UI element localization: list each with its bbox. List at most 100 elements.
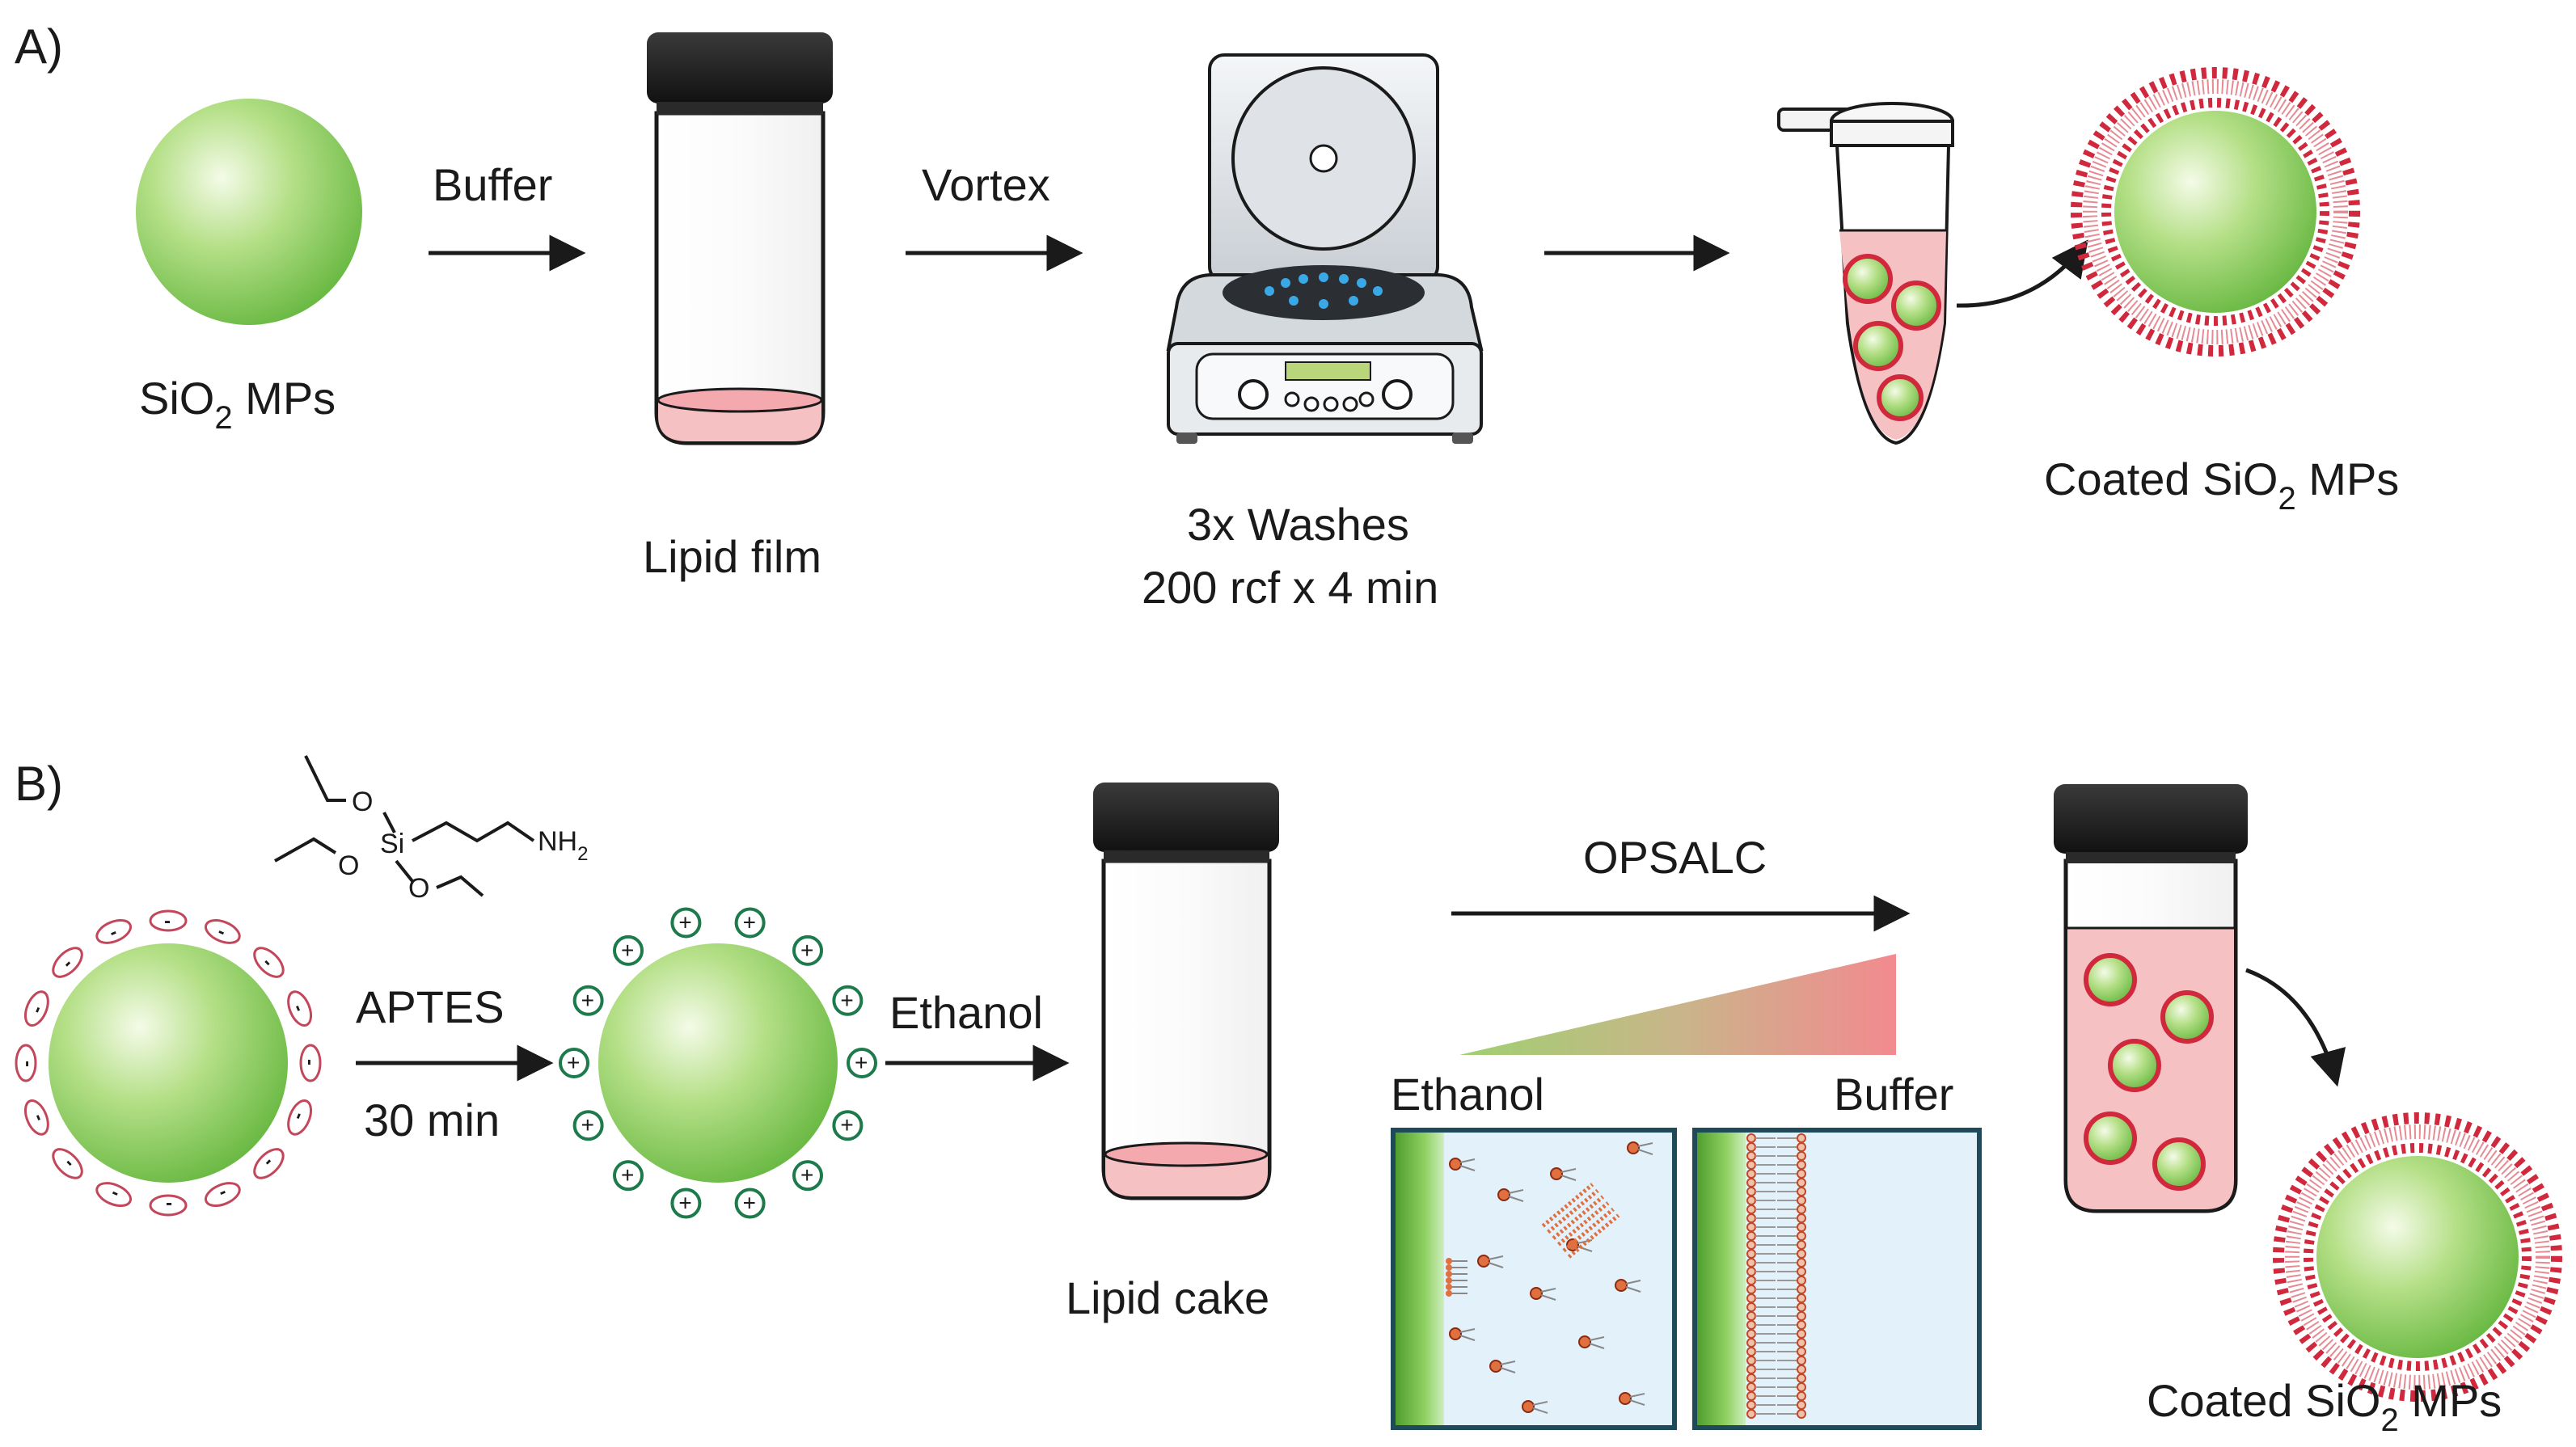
svg-text:+: +: [840, 988, 853, 1013]
svg-text:+: +: [567, 1050, 580, 1075]
aptes-oxygen-left: O: [338, 850, 359, 881]
bilayer-head-outer: [1797, 1222, 1806, 1232]
bilayer-head-outer: [1797, 1293, 1806, 1303]
svg-text:-: -: [166, 1194, 172, 1216]
aptes-oxygen-top: O: [352, 787, 373, 817]
positive-charge: +: [832, 1110, 864, 1141]
lipid-molecule: [1550, 1167, 1577, 1181]
wall-lipid-head: [1446, 1271, 1452, 1277]
bilayer-head-outer: [1797, 1382, 1806, 1392]
aptes-step-label: APTES: [356, 981, 505, 1032]
negative-charge: -: [52, 947, 83, 978]
bilayer-head-inner: [1746, 1258, 1756, 1268]
bilayer-head-outer: [1797, 1285, 1806, 1294]
bilayer-head-inner: [1746, 1391, 1756, 1401]
positive-charge: +: [670, 1188, 702, 1219]
negative-charge: -: [205, 918, 241, 944]
bilayer-head-outer: [1797, 1329, 1806, 1339]
wall-lipid-head: [1446, 1258, 1452, 1264]
aptes-amine: NH2: [538, 826, 588, 865]
negative-charge: -: [253, 1148, 285, 1179]
svg-text:+: +: [581, 1112, 594, 1137]
bilayer-head-outer: [1797, 1356, 1806, 1365]
bilayer-head-outer: [1797, 1151, 1806, 1161]
microcentrifuge-tube: [1777, 102, 1954, 445]
svg-text:+: +: [855, 1050, 868, 1075]
lipid-molecule: [1578, 1335, 1605, 1349]
bilayer-head-inner: [1746, 1231, 1756, 1241]
lipid-molecule: [1449, 1158, 1476, 1171]
aptes-time-label: 30 min: [364, 1095, 500, 1145]
panel-b-label: B): [15, 757, 63, 811]
wall-lipid-head: [1446, 1264, 1452, 1271]
bilayer-head-outer: [1797, 1347, 1806, 1356]
negative-charge: -: [287, 1099, 313, 1136]
bilayer-head-outer: [1797, 1267, 1806, 1276]
bilayer-head-outer: [1797, 1373, 1806, 1383]
svg-text:+: +: [621, 1162, 634, 1188]
ethanol-phase-box: [1391, 1128, 1677, 1430]
negative-charge: -: [52, 1148, 83, 1179]
negative-charge: -: [149, 909, 188, 932]
bilayer-head-outer: [1797, 1338, 1806, 1348]
svg-text:+: +: [840, 1112, 853, 1137]
positive-charged-particle: ++++++++++++++: [559, 907, 877, 1219]
negative-charge: -: [205, 1182, 241, 1208]
bare-sio2-particle: [136, 99, 362, 325]
bilayer-head-inner: [1746, 1382, 1756, 1392]
lipid-molecule: [1497, 1188, 1524, 1202]
panel-a-label: A): [15, 19, 63, 74]
bilayer-head-inner: [1746, 1204, 1756, 1214]
aptes-silicon: Si: [380, 829, 404, 859]
bilayer-head-outer: [1797, 1365, 1806, 1374]
svg-text:-: -: [15, 1061, 37, 1067]
bilayer-head-outer: [1797, 1276, 1806, 1285]
svg-text:+: +: [621, 938, 634, 963]
bilayer-head-inner: [1746, 1160, 1756, 1170]
lipid-cake-label: Lipid cake: [1066, 1272, 1269, 1323]
aptes-structure: [274, 755, 535, 897]
bilayer-head-inner: [1746, 1293, 1756, 1303]
bilayer-head-outer: [1797, 1196, 1806, 1205]
positive-charge: +: [792, 934, 823, 966]
bilayer-head-inner: [1746, 1196, 1756, 1205]
bilayer-head-outer: [1797, 1249, 1806, 1259]
opsalc-label: OPSALC: [1583, 832, 1767, 883]
centrifuge: [1166, 53, 1484, 444]
lipid-film-label: Lipid film: [643, 531, 821, 582]
negative-charge: -: [23, 1099, 49, 1136]
bilayer-head-inner: [1746, 1373, 1756, 1383]
bilayer-head-inner: [1746, 1409, 1756, 1419]
lipid-molecule: [1627, 1141, 1653, 1155]
bilayer-head-inner: [1746, 1142, 1756, 1152]
lipid-cake-vial: [1093, 783, 1279, 1200]
svg-text:+: +: [743, 1191, 756, 1216]
bilayer-head-inner: [1746, 1213, 1756, 1223]
svg-text:+: +: [800, 938, 813, 963]
lipid-molecule: [1530, 1287, 1556, 1301]
bilayer-head-outer: [1797, 1169, 1806, 1179]
bilayer-head-inner: [1746, 1365, 1756, 1374]
bilayer-head-inner: [1746, 1347, 1756, 1356]
wash-count-label: 3x Washes: [1187, 499, 1409, 550]
positive-charge: +: [792, 1160, 823, 1192]
negative-charge: -: [149, 1194, 188, 1217]
bilayer-head-inner: [1746, 1302, 1756, 1312]
bilayer-head-inner: [1746, 1151, 1756, 1161]
bilayer-head-inner: [1746, 1329, 1756, 1339]
bilayer-head-inner: [1746, 1267, 1756, 1276]
bilayer-head-outer: [1797, 1311, 1806, 1321]
bilayer-head-inner: [1746, 1187, 1756, 1196]
negative-charge: -: [299, 1044, 322, 1082]
positive-charge: +: [734, 907, 766, 939]
bilayer-head-inner: [1746, 1400, 1756, 1410]
svg-text:-: -: [299, 1059, 321, 1065]
bilayer-head-outer: [1797, 1187, 1806, 1196]
positive-charge: +: [613, 1160, 644, 1192]
coated-sio2-particle-a: [2071, 67, 2360, 356]
lipid-molecule: [1489, 1360, 1516, 1373]
bilayer-head-outer: [1797, 1133, 1806, 1143]
bilayer-head-outer: [1797, 1142, 1806, 1152]
svg-text:+: +: [678, 1191, 691, 1216]
